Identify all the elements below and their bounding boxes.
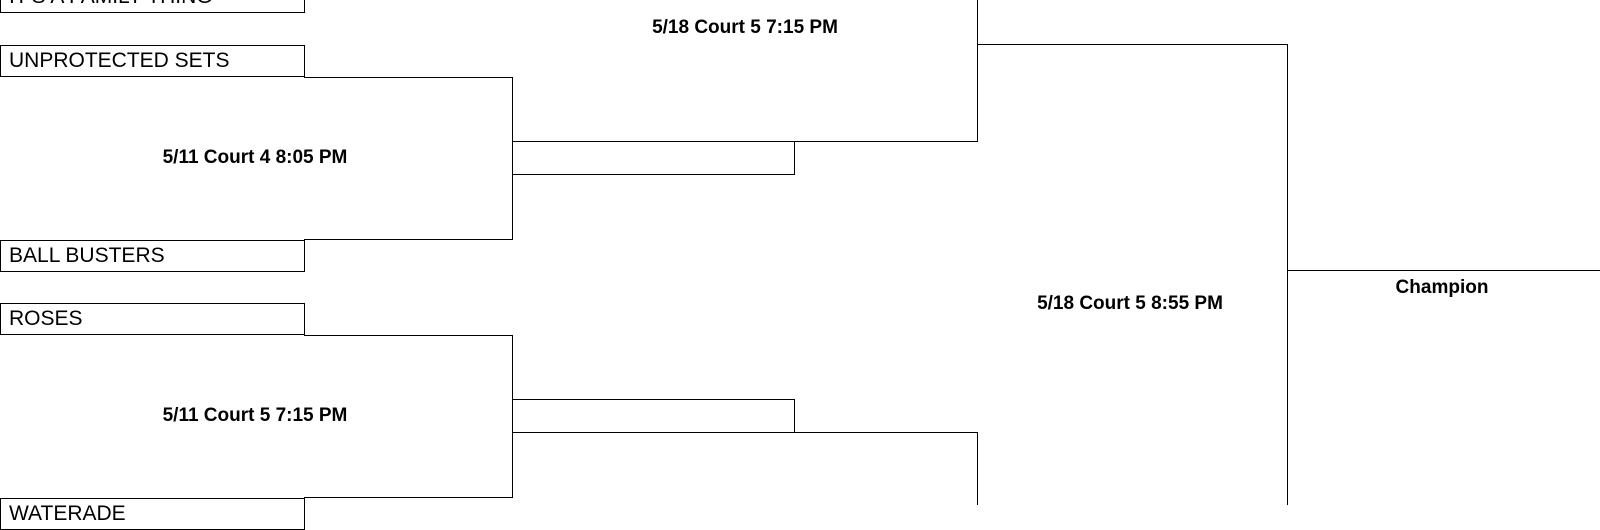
team-box-its-a-family-thing: IT'S A FAMILY THING (0, 0, 305, 13)
bracket-line (512, 399, 795, 400)
team-box-waterade: WATERADE (0, 498, 305, 530)
bracket-line (1287, 270, 1600, 271)
bracket-line (977, 44, 1288, 45)
team-box-roses: ROSES (0, 303, 305, 335)
bracket-line (512, 77, 513, 240)
game-label-round1-lower: 5/11 Court 5 7:15 PM (162, 405, 348, 426)
bracket-line (304, 497, 513, 498)
bracket-line (304, 77, 513, 78)
bracket-line (794, 399, 795, 433)
game-label-round1-upper: 5/11 Court 4 8:05 PM (162, 147, 348, 168)
bracket-line (512, 432, 978, 433)
bracket-line (1287, 44, 1288, 505)
bracket-line (512, 141, 978, 142)
bracket-line (977, 432, 978, 505)
bracket-line (304, 239, 513, 240)
game-label-round2-upper: 5/18 Court 5 7:15 PM (652, 17, 838, 38)
bracket-line (794, 141, 795, 175)
bracket-line (304, 335, 513, 336)
champion-label: Champion (1395, 277, 1489, 298)
team-box-ball-busters: BALL BUSTERS (0, 240, 305, 272)
bracket-line (512, 335, 513, 498)
bracket-line (977, 0, 978, 142)
team-box-unprotected-sets: UNPROTECTED SETS (0, 45, 305, 77)
bracket-line (512, 174, 795, 175)
game-label-final: 5/18 Court 5 8:55 PM (1037, 293, 1223, 314)
